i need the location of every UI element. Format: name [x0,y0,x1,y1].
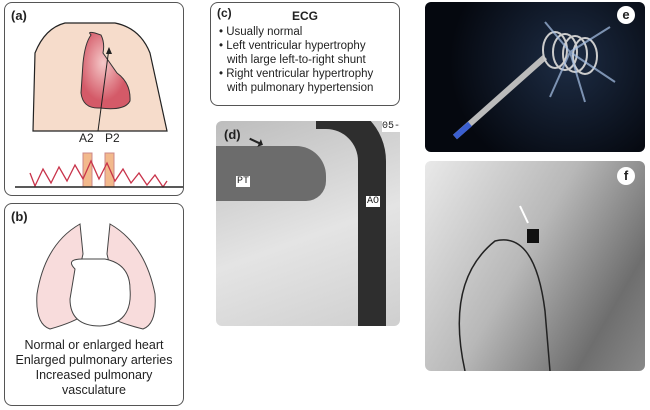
panel-label: f [617,167,635,185]
coil-device-image [453,21,616,140]
panel-f-xray: f [425,161,645,371]
panel-b-chest-xray-diagram: (b) Normal or enlarged heart Enlarged pu… [4,203,184,406]
panel-label: (b) [11,209,28,224]
panel-label: (c) [217,6,232,20]
panel-label: (a) [11,8,27,23]
finding-line: vasculature [62,383,126,397]
panel-label: (d) [224,127,241,142]
panel-e-occlusion-coil: e [425,2,645,152]
panel-label: e [617,6,635,24]
ecg-list: • Usually normal • Left ventricular hype… [219,25,373,95]
pt-label: PT [236,176,251,187]
ecg-item: • Right ventricular hypertrophy [219,68,374,80]
ecg-item: • Usually normal [219,26,303,38]
ecg-title: ECG [291,9,318,23]
a2-label: A2 [79,131,94,145]
finding-line: Increased pulmonary [35,368,153,382]
panel-d-angiogram: (d) ➞ PT AO 05- [216,121,400,326]
ecg-item: • Left ventricular hypertrophy [219,40,366,52]
xray-image [458,205,551,371]
pulmonary-trunk-shape [216,146,326,201]
ao-label: AO [366,196,381,207]
chest-heart-illustration [15,22,183,189]
ecg-item: with large left-to-right shunt [227,54,366,66]
p2-label: P2 [105,131,120,145]
panel-c-ecg: (c) ECG • Usually normal • Left ventricu… [210,2,400,106]
corner-label: 05- [381,121,400,132]
finding-line: Enlarged pulmonary arteries [15,353,173,367]
finding-line: Normal or enlarged heart [24,338,164,352]
lungs-illustration [36,223,156,330]
panel-a-chest-auscultation: (a) A2 P2 [4,2,184,196]
xray-findings: Normal or enlarged heart Enlarged pulmon… [5,338,183,398]
aorta-shape [316,121,386,326]
ecg-item: with pulmonary hypertension [227,82,374,94]
